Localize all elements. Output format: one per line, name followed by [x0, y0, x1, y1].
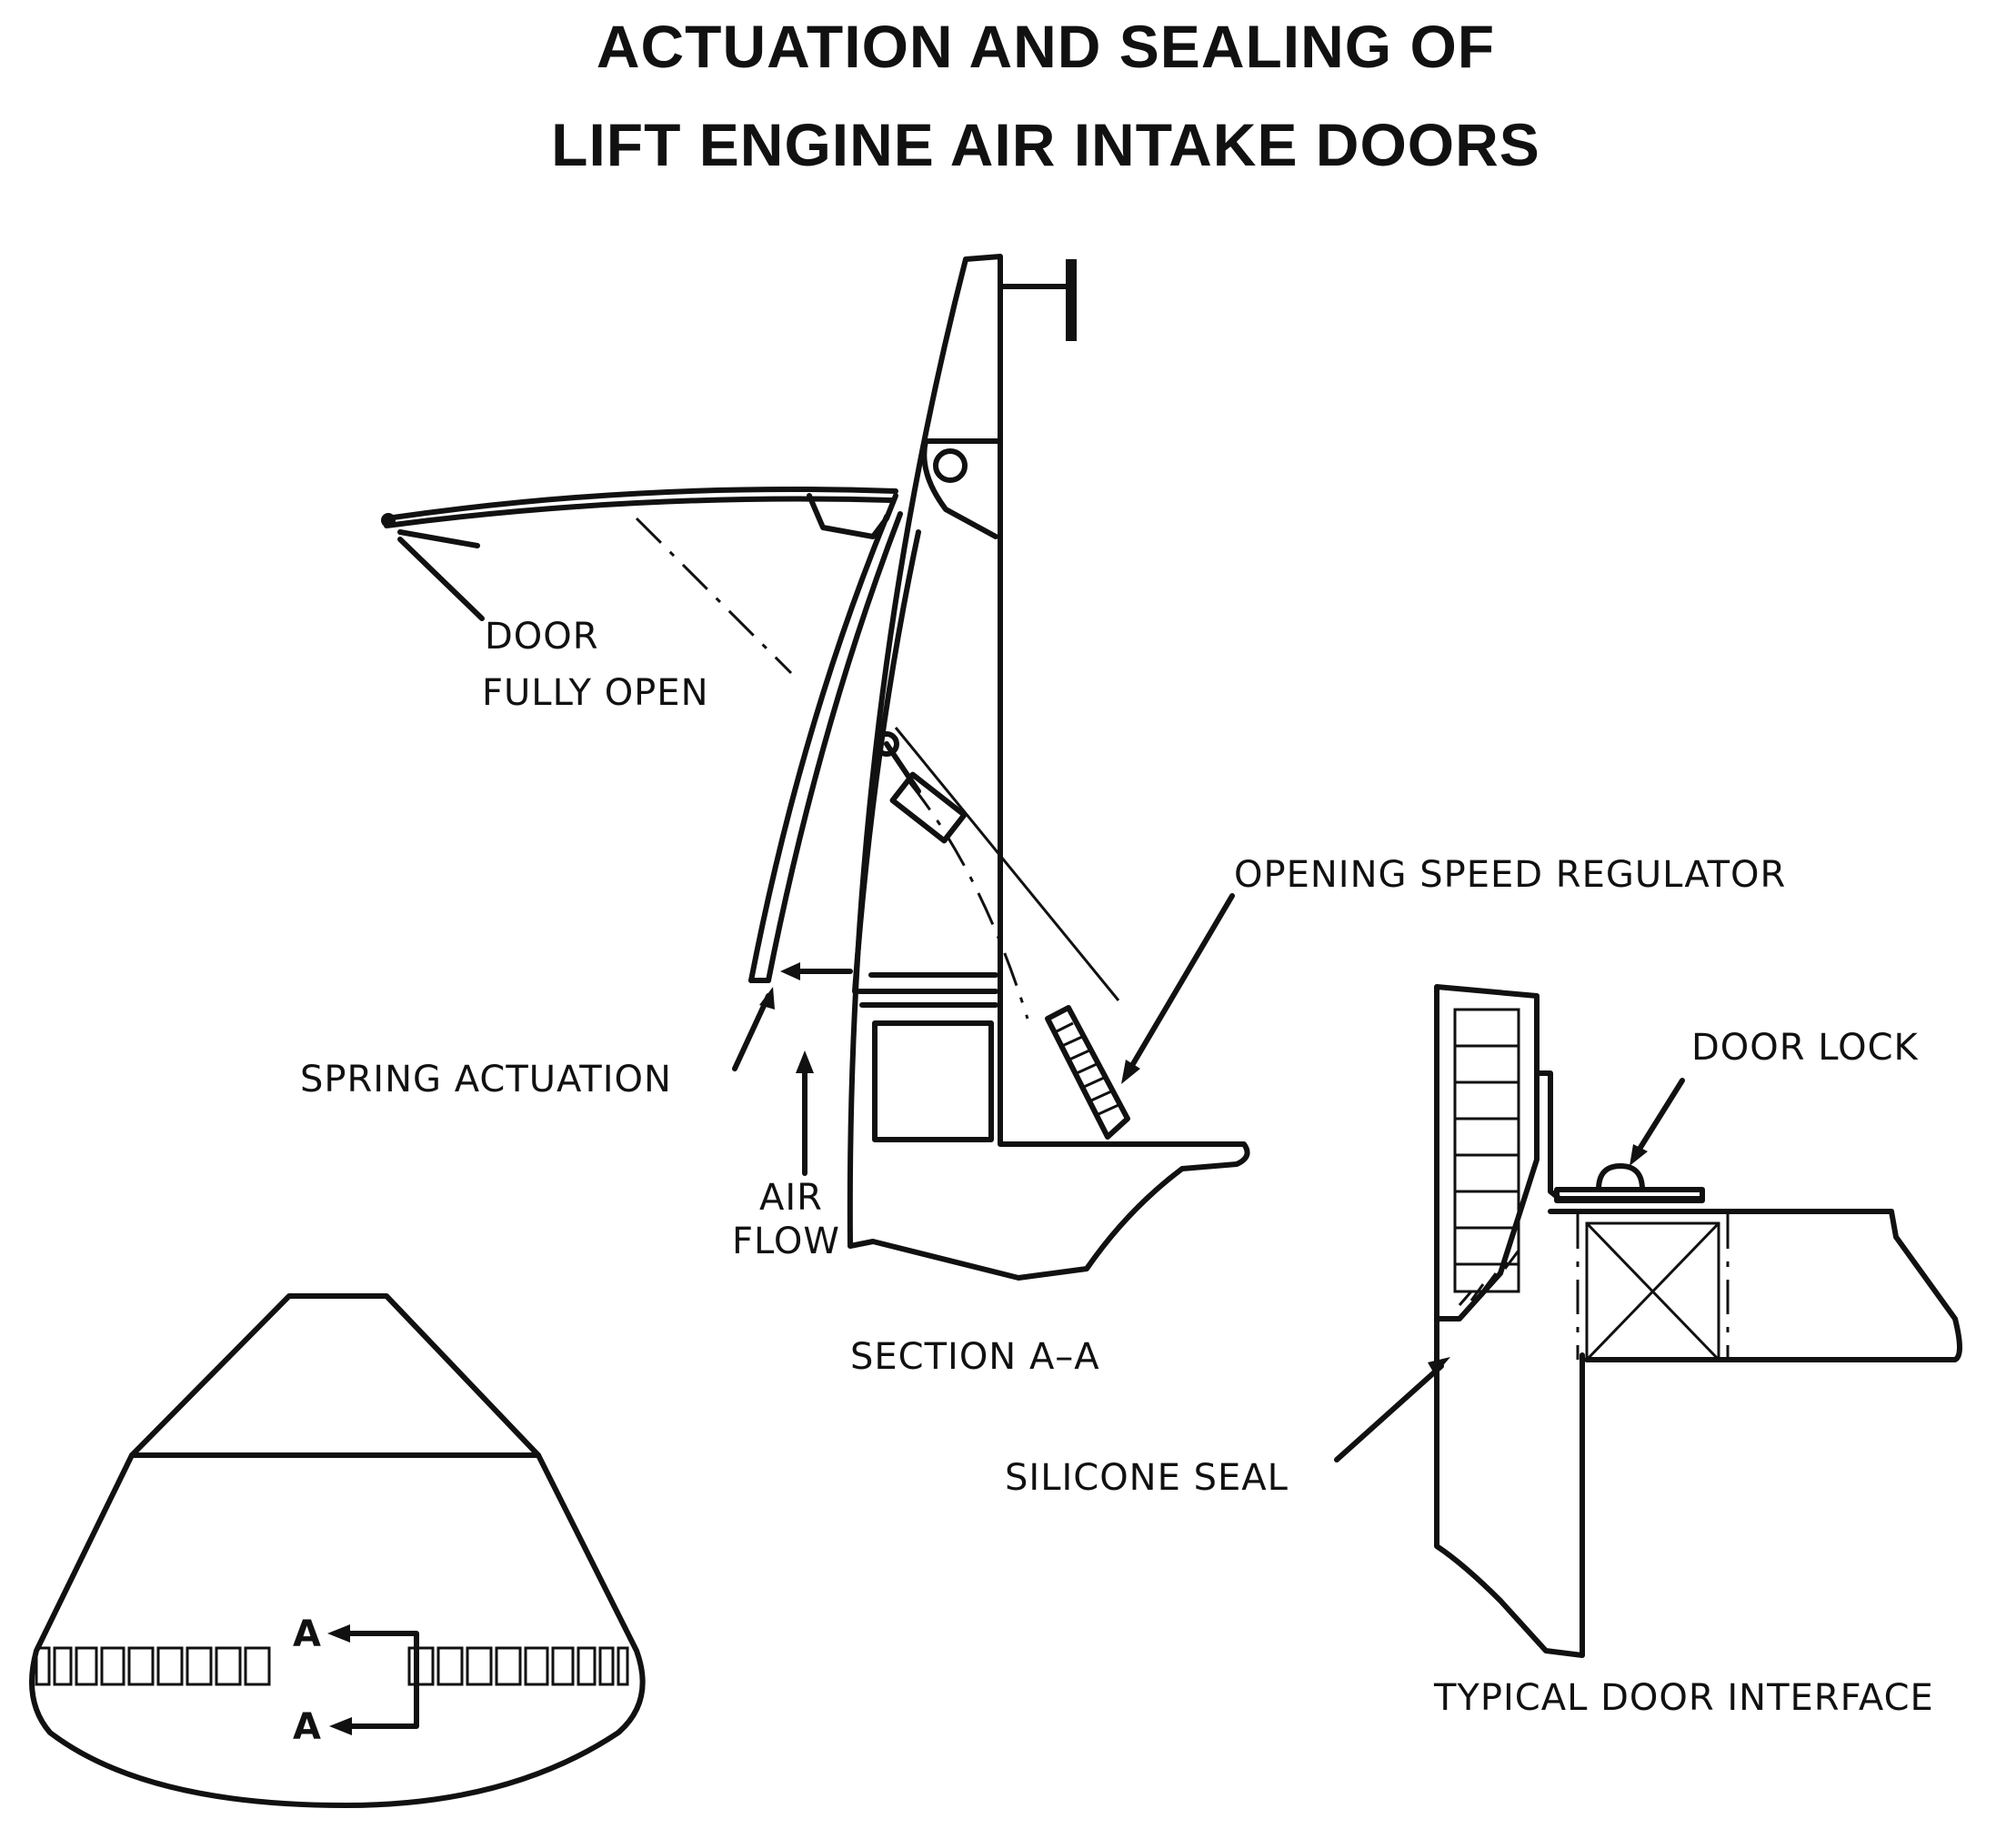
- door-interface-drawing: [1334, 984, 1962, 1658]
- door-swing-dashed: [635, 517, 793, 675]
- label-fully-open: FULLY OPEN: [482, 672, 709, 714]
- interface-dashed-lines: [1576, 1214, 1730, 1360]
- capsule-door-row-left: [35, 1646, 271, 1686]
- regulator-block: [1045, 1005, 1130, 1140]
- inner-frame-line: [852, 529, 921, 994]
- interface-structure-cross: [1585, 1221, 1720, 1362]
- actuator-housing: [872, 1020, 994, 1142]
- regulator-hatching: [1054, 1021, 1119, 1116]
- door-open-bottom: [384, 496, 894, 528]
- section-aa-drawing: [381, 254, 1250, 1281]
- capsule-door-row-right: [407, 1646, 629, 1686]
- label-section-aa: SECTION A–A: [850, 1336, 1100, 1378]
- section-marker-top: A: [293, 1613, 322, 1655]
- interface-lower-frame: [1434, 1316, 1585, 1658]
- air-flow-arrowhead: [796, 1050, 814, 1073]
- hinge-bracket: [921, 438, 1003, 539]
- regulator-leader-head: [1121, 1060, 1140, 1084]
- interface-core-cells: [1455, 1044, 1519, 1266]
- interface-core: [1453, 1008, 1520, 1293]
- regulator-link: [884, 741, 921, 794]
- title-line-1: ACTUATION AND SEALING OF: [597, 13, 1495, 80]
- door-open-bracket: [807, 493, 898, 539]
- door-lock-leader-head: [1630, 1144, 1648, 1166]
- door-lock-plate: [1554, 1187, 1705, 1203]
- section-cut-arrow-top: [327, 1624, 350, 1643]
- interface-structure: [1548, 1209, 1962, 1362]
- label-spring-actuation: SPRING ACTUATION: [300, 1059, 672, 1100]
- regulator-swing-line: [894, 727, 1120, 1001]
- door-open-top: [384, 487, 898, 521]
- label-door: DOOR: [485, 616, 599, 658]
- door-open-leader-2: [397, 537, 485, 621]
- silicone-seal-leader: [1334, 1363, 1444, 1462]
- regulator-leader: [1125, 893, 1235, 1076]
- label-air: AIR: [759, 1177, 823, 1219]
- regulator-cylinder: [889, 771, 968, 844]
- regulator-pivot: [874, 731, 899, 757]
- regulator-dashed-path: [908, 781, 1029, 1020]
- section-cut-line: [334, 1631, 419, 1729]
- interface-door-panel: [1434, 984, 1540, 1321]
- label-flow: FLOW: [732, 1221, 840, 1262]
- door-closed-outer: [748, 514, 889, 983]
- t-fitting-flange: [1066, 259, 1077, 341]
- label-opening-speed-regulator: OPENING SPEED REGULATOR: [1234, 854, 1786, 896]
- spring-actuation-arrowhead: [780, 962, 800, 980]
- door-lock-leader: [1634, 1078, 1685, 1156]
- section-cut-arrow-bottom: [329, 1717, 352, 1735]
- interface-structure-box: [1585, 1221, 1720, 1362]
- silicone-seal-hatching: [1458, 1250, 1520, 1306]
- capsule-drawing: [29, 1293, 646, 1808]
- section-body-outline: [847, 254, 1250, 1281]
- capsule-body: [29, 1452, 646, 1808]
- label-door-lock: DOOR LOCK: [1691, 1027, 1920, 1069]
- section-marker-bottom: A: [293, 1706, 322, 1748]
- label-typical-door-interface: TYPICAL DOOR INTERFACE: [1433, 1677, 1934, 1719]
- door-open-tip: [381, 513, 396, 528]
- capsule-top-cone: [129, 1293, 541, 1458]
- silicone-seal-leader-head: [1428, 1357, 1450, 1375]
- door-lock-dome: [1596, 1163, 1645, 1192]
- door-closed-inner: [766, 511, 903, 983]
- t-fitting: [998, 259, 1074, 341]
- label-silicone-seal: SILICONE SEAL: [1005, 1457, 1289, 1499]
- title-line-2: LIFT ENGINE AIR INTAKE DOORS: [551, 111, 1540, 178]
- door-open-leader: [397, 529, 480, 548]
- spring-plates: [857, 972, 998, 1008]
- spring-actuation-leader-head: [759, 987, 775, 1010]
- spring-actuation-leader: [732, 993, 771, 1071]
- hinge-pin: [933, 448, 968, 483]
